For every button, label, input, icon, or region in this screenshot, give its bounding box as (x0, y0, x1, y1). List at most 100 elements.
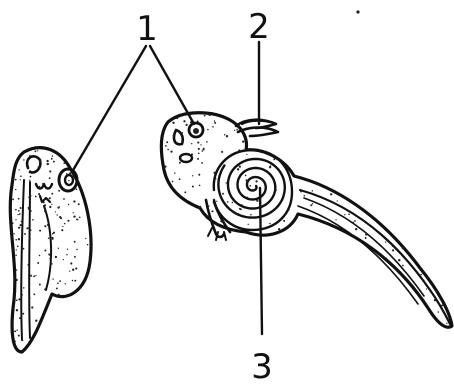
stipple-dot (217, 248, 219, 250)
stipple-dot (76, 219, 78, 221)
stipple-dot (267, 295, 269, 297)
stipple-dot (82, 182, 84, 184)
stipple-dot (74, 241, 76, 243)
stipple-dot (309, 295, 310, 296)
stipple-dot (449, 275, 451, 277)
stipple-dot (304, 237, 306, 239)
stipple-dot (78, 294, 80, 296)
stipple-dot (309, 331, 310, 332)
stipple-dot (186, 240, 188, 242)
label-2: 2 (248, 7, 270, 47)
stipple-dot (316, 135, 318, 137)
stipple-dot (360, 253, 362, 255)
stipple-dot (446, 323, 447, 324)
stipple-dot (312, 203, 313, 204)
stipple-dot (393, 288, 395, 290)
stipple-dot (241, 318, 243, 320)
stipple-dot (15, 219, 16, 220)
stipple-dot (396, 137, 398, 139)
stipple-dot (202, 302, 204, 304)
stipple-dot (65, 283, 66, 284)
right-organ-1 (189, 123, 203, 137)
stipple-dot (204, 258, 206, 260)
stipple-dot (167, 149, 169, 151)
stipple-dot (235, 263, 236, 264)
stipple-dot (384, 113, 386, 115)
stipple-dot (396, 152, 398, 154)
stipple-dot (444, 185, 446, 187)
stipple-dot (435, 166, 437, 168)
stipple-dot (287, 238, 288, 239)
stipple-dot (44, 249, 46, 251)
stipple-dot (365, 152, 367, 154)
stipple-dot (76, 249, 77, 250)
stipple-dot (24, 233, 26, 235)
stipple-dot (273, 311, 275, 313)
stipple-dot (406, 297, 408, 299)
stipple-dot (39, 255, 40, 256)
stipple-dot (67, 329, 68, 330)
stipple-dot (226, 135, 228, 137)
stipple-dot (266, 143, 268, 145)
stipple-dot (16, 309, 18, 311)
stipple-dot (221, 151, 223, 153)
stipple-dot (193, 291, 195, 293)
stipple-dot (174, 172, 175, 173)
stipple-dot (79, 216, 81, 218)
stipple-dot (211, 210, 213, 212)
stipple-dot (29, 170, 31, 172)
stipple-dot (344, 295, 346, 297)
stipple-dot (67, 294, 68, 295)
stipple-dot (442, 160, 444, 162)
stipple-dot (437, 176, 439, 178)
stipple-dot (170, 252, 171, 253)
stipple-dot (303, 140, 305, 142)
stipple-dot (203, 313, 204, 314)
stipple-dot (427, 315, 429, 317)
stipple-dot (449, 175, 451, 177)
stipple-dot (257, 313, 259, 315)
stipple-dot (445, 274, 446, 275)
stipple-dot (272, 319, 273, 320)
stipple-dot (90, 165, 91, 166)
stipple-dot (378, 167, 379, 168)
stipple-dot (338, 332, 340, 334)
stipple-dot (391, 230, 392, 231)
stipple-dot (58, 183, 60, 185)
stipple-dot (322, 312, 324, 314)
stipple-dot (244, 300, 246, 302)
stipple-dot (195, 303, 197, 305)
stipple-dot (408, 214, 410, 216)
stipple-dot (15, 189, 16, 190)
stipple-dot (398, 259, 400, 261)
stipple-dot (87, 217, 89, 219)
stipple-dot (450, 109, 452, 111)
stipple-dot (95, 182, 96, 183)
stipple-dot (75, 149, 77, 151)
stipple-dot (388, 117, 390, 119)
stipple-dot (59, 206, 60, 207)
stipple-dot (86, 190, 87, 191)
stipple-dot (9, 183, 11, 185)
stipple-dot (82, 180, 83, 181)
stipple-dot (200, 144, 201, 145)
stipple-dot (415, 231, 417, 233)
stipple-dot (370, 328, 371, 329)
stipple-dot (378, 275, 379, 276)
stipple-dot (278, 286, 280, 288)
stipple-dot (61, 229, 63, 231)
stipple-dot (89, 169, 91, 171)
stipple-dot (300, 284, 302, 286)
stipple-dot (246, 154, 247, 155)
stipple-dot (300, 191, 302, 193)
label-1: 1 (136, 9, 158, 49)
stipple-dot (347, 244, 349, 246)
stipple-dot (171, 312, 173, 314)
stipple-dot (78, 295, 80, 297)
stipple-dot (160, 202, 162, 204)
stipple-dot (238, 149, 240, 151)
stipple-dot (67, 348, 69, 350)
stipple-dot (19, 147, 21, 149)
stipple-dot (236, 306, 238, 308)
stipple-dot (51, 263, 52, 264)
